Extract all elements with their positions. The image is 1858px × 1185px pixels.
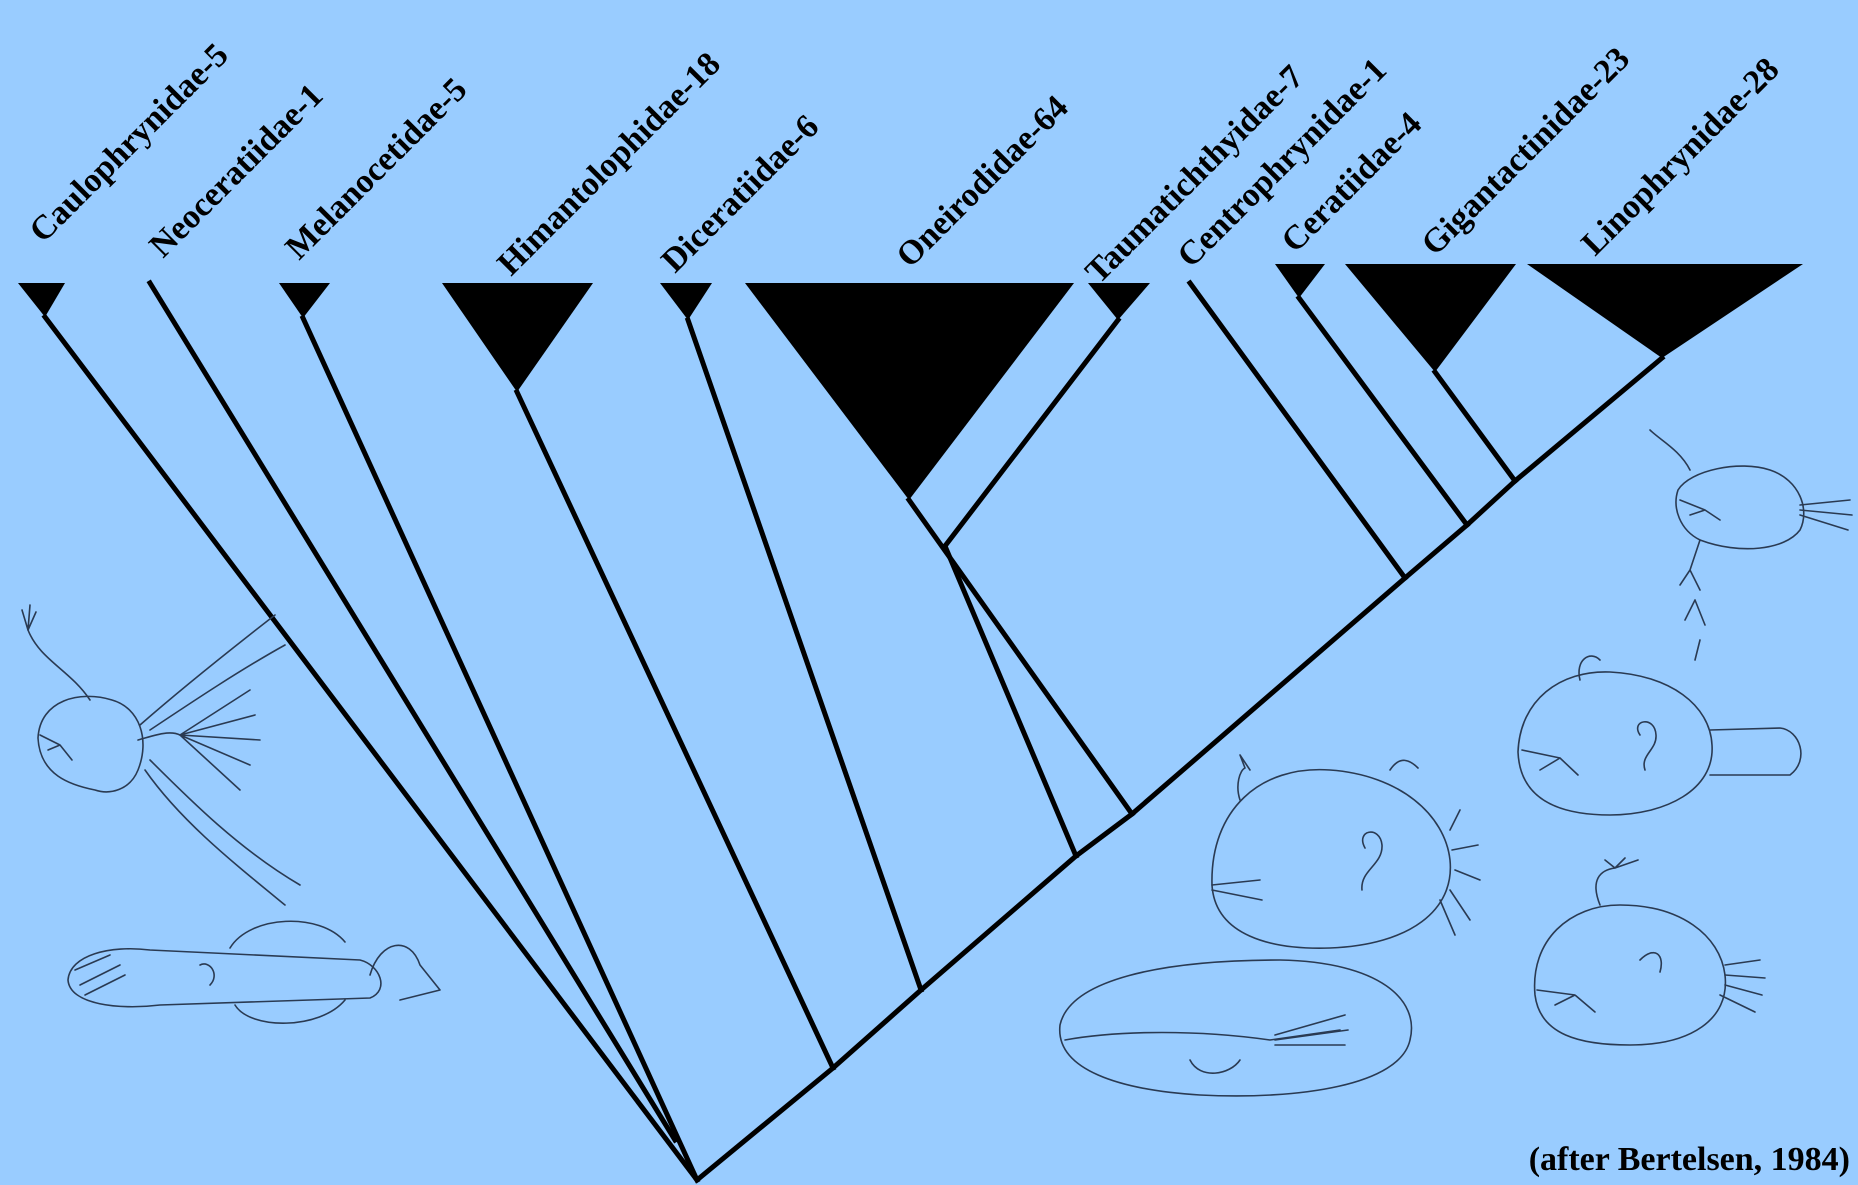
clade-triangle-taumatichthyidae: [1088, 283, 1150, 320]
clade-triangle-gigantactinidae: [1345, 264, 1516, 372]
clade-triangle-melanocetidae: [279, 283, 330, 318]
branch-junction-oneirodid: [945, 546, 1076, 856]
ceratiid-larva-fish-illustration: [1060, 960, 1412, 1096]
neoceratiid-fish-illustration: [68, 921, 440, 1023]
backbone: [697, 481, 1515, 1180]
clade-triangle-himantolophidae: [442, 283, 593, 392]
clade-triangle-diceratiidae: [660, 283, 712, 320]
branch-melanocetidae: [303, 318, 697, 1180]
branch-himantolophidae: [517, 392, 833, 1068]
clade-triangle-linophrynidae: [1527, 264, 1803, 358]
gigantactinid-fish-illustration: [1650, 430, 1852, 660]
branch-gigantactinidae: [1435, 372, 1515, 481]
caulophrynid-fish-illustration: [22, 605, 300, 905]
clade-triangle-caulophrynidae: [18, 283, 65, 317]
branch-neoceratiidae: [150, 283, 675, 1140]
linophrynid-fish-illustration-upper: [1518, 656, 1801, 815]
branch-centrophrynidae: [1190, 283, 1405, 578]
clade-triangle-oneirodidae: [745, 283, 1074, 500]
oneirodid-fish-illustration: [1212, 755, 1480, 948]
clade-triangle-ceratiidae: [1275, 264, 1325, 298]
branch-linophrynidae: [1515, 358, 1662, 481]
figure-credit: (after Bertelsen, 1984): [1529, 1141, 1850, 1179]
fish-illustrations: [22, 430, 1852, 1096]
linophrynid-fish-illustration-lower: [1535, 858, 1765, 1045]
